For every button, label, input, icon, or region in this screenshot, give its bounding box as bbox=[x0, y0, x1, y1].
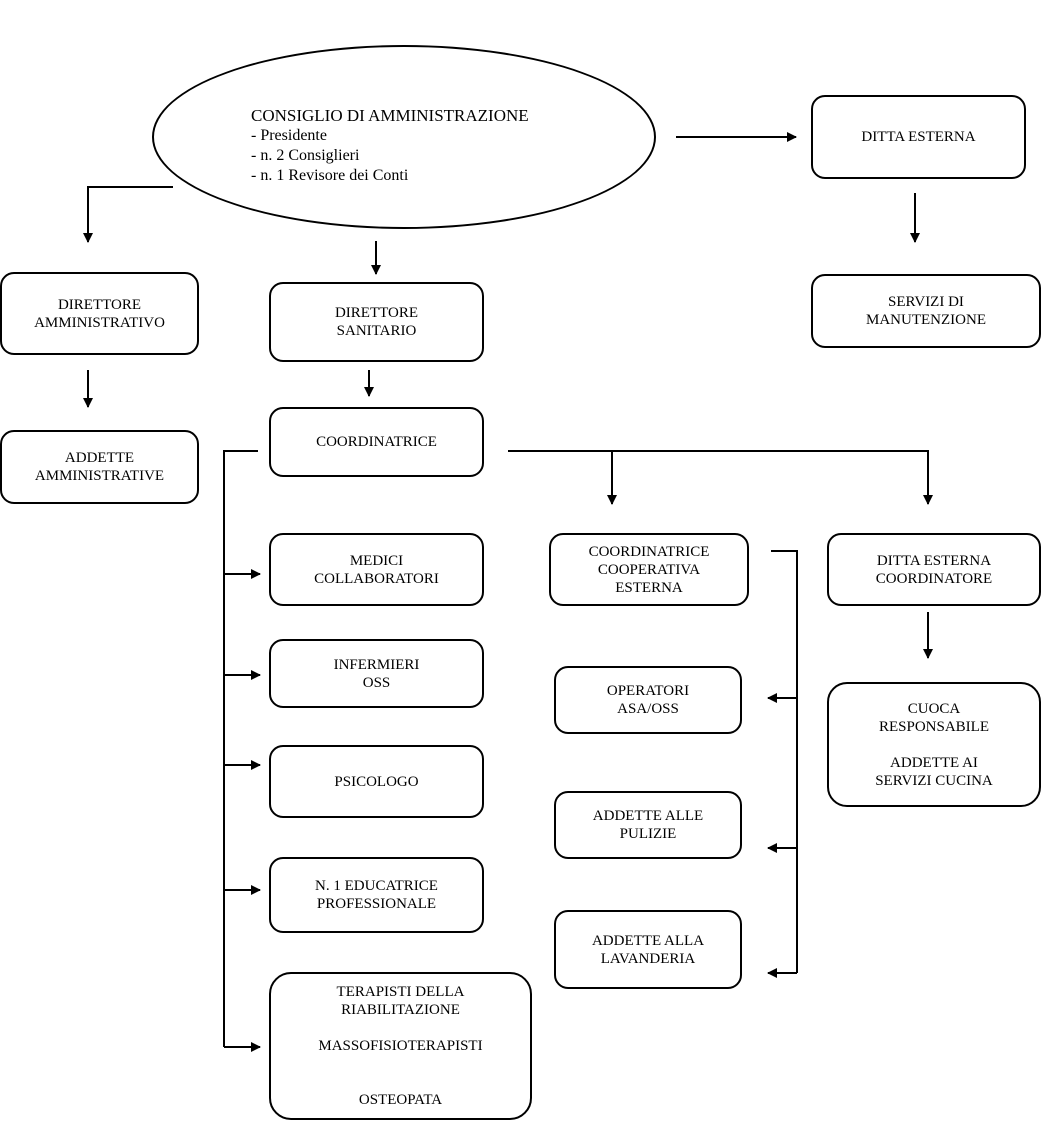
lavanderia-box: ADDETTE ALLA LAVANDERIA bbox=[554, 910, 742, 989]
node-label: ADDETTE ALLE bbox=[592, 808, 704, 824]
node-label: CUOCA bbox=[907, 700, 961, 717]
node-label: PROFESSIONALE bbox=[316, 896, 437, 912]
ditta-esterna-box: DITTA ESTERNA bbox=[811, 95, 1026, 179]
coordinatrice-cooperativa-box: COORDINATRICE COOPERATIVA ESTERNA bbox=[549, 533, 749, 606]
node-label: COLLABORATORI bbox=[314, 570, 439, 587]
board-member: - n. 1 Revisore dei Conti bbox=[251, 167, 409, 184]
node-label: PULIZIE bbox=[619, 826, 677, 842]
node-label: COORDINATRICE bbox=[588, 543, 710, 560]
node-label: SERVIZI DI bbox=[888, 294, 964, 310]
node-label: OPERATORI bbox=[606, 683, 690, 699]
node-label: MEDICI bbox=[349, 552, 404, 569]
node-label: SERVIZI CUCINA bbox=[875, 772, 993, 789]
direttore-sanitario-box: DIRETTORE SANITARIO bbox=[269, 282, 484, 362]
node-label: DIRETTORE bbox=[57, 296, 142, 313]
node-label: ASA/OSS bbox=[617, 701, 679, 717]
node-label: N. 1 EDUCATRICE bbox=[315, 878, 438, 894]
connector-coord-bus bbox=[223, 450, 258, 1047]
node-label: DIRETTORE bbox=[334, 305, 419, 321]
addette-amministrative-box: ADDETTE AMMINISTRATIVE bbox=[0, 430, 199, 504]
direttore-amministrativo-box: DIRETTORE AMMINISTRATIVO bbox=[0, 272, 199, 355]
coordinatrice-box: COORDINATRICE bbox=[269, 407, 484, 477]
servizi-manutenzione-box: SERVIZI DI MANUTENZIONE bbox=[811, 274, 1041, 348]
node-label: COOPERATIVA bbox=[597, 561, 701, 578]
node-label: SANITARIO bbox=[336, 323, 417, 339]
terapisti-box: TERAPISTI DELLA RIABILITAZIONE MASSOFISI… bbox=[269, 972, 532, 1120]
node-label: DITTA ESTERNA bbox=[861, 129, 976, 145]
node-label: ESTERNA bbox=[615, 579, 683, 596]
board-text: CONSIGLIO DI AMMINISTRAZIONE - President… bbox=[251, 106, 529, 186]
psicologo-box: PSICOLOGO bbox=[269, 745, 484, 818]
board-title: CONSIGLIO DI AMMINISTRAZIONE bbox=[251, 106, 529, 125]
board-member: - n. 2 Consiglieri bbox=[251, 147, 360, 164]
node-label: RESPONSABILE bbox=[878, 718, 989, 735]
node-label: MASSOFISIOTERAPISTI bbox=[318, 1038, 483, 1054]
board-member: - Presidente bbox=[251, 127, 327, 144]
node-label: PSICOLOGO bbox=[334, 773, 419, 790]
node-label: AMMINISTRATIVO bbox=[34, 314, 165, 331]
cucina-box: CUOCA RESPONSABILE ADDETTE AI SERVIZI CU… bbox=[827, 682, 1041, 807]
connector-cooperativa-bus bbox=[771, 550, 798, 973]
node-label: DITTA ESTERNA bbox=[876, 552, 992, 569]
connector-coord-right bbox=[508, 450, 933, 505]
node-label: COORDINATRICE bbox=[316, 434, 437, 450]
connector-board-dir-amm bbox=[83, 186, 173, 243]
node-label: TERAPISTI DELLA bbox=[336, 984, 465, 1000]
node-label: AMMINISTRATIVE bbox=[34, 468, 165, 484]
infermieri-oss-box: INFERMIERI OSS bbox=[269, 639, 484, 708]
operatori-box: OPERATORI ASA/OSS bbox=[554, 666, 742, 734]
educatrice-box: N. 1 EDUCATRICE PROFESSIONALE bbox=[269, 857, 484, 933]
node-label: OSTEOPATA bbox=[358, 1092, 443, 1108]
node-label: ADDETTE AI bbox=[890, 754, 978, 771]
node-label: LAVANDERIA bbox=[600, 950, 696, 967]
node-label: ADDETTE bbox=[64, 450, 135, 466]
node-label: COORDINATORE bbox=[875, 570, 993, 587]
node-label: INFERMIERI bbox=[333, 656, 420, 673]
board-ellipse bbox=[152, 45, 656, 229]
node-label: OSS bbox=[362, 674, 391, 691]
pulizie-box: ADDETTE ALLE PULIZIE bbox=[554, 791, 742, 859]
node-label: RIABILITAZIONE bbox=[341, 1002, 460, 1018]
medici-collaboratori-box: MEDICI COLLABORATORI bbox=[269, 533, 484, 606]
ditta-esterna-coordinatore-box: DITTA ESTERNA COORDINATORE bbox=[827, 533, 1041, 606]
node-label: ADDETTE ALLA bbox=[591, 932, 705, 949]
node-label: MANUTENZIONE bbox=[866, 312, 986, 328]
